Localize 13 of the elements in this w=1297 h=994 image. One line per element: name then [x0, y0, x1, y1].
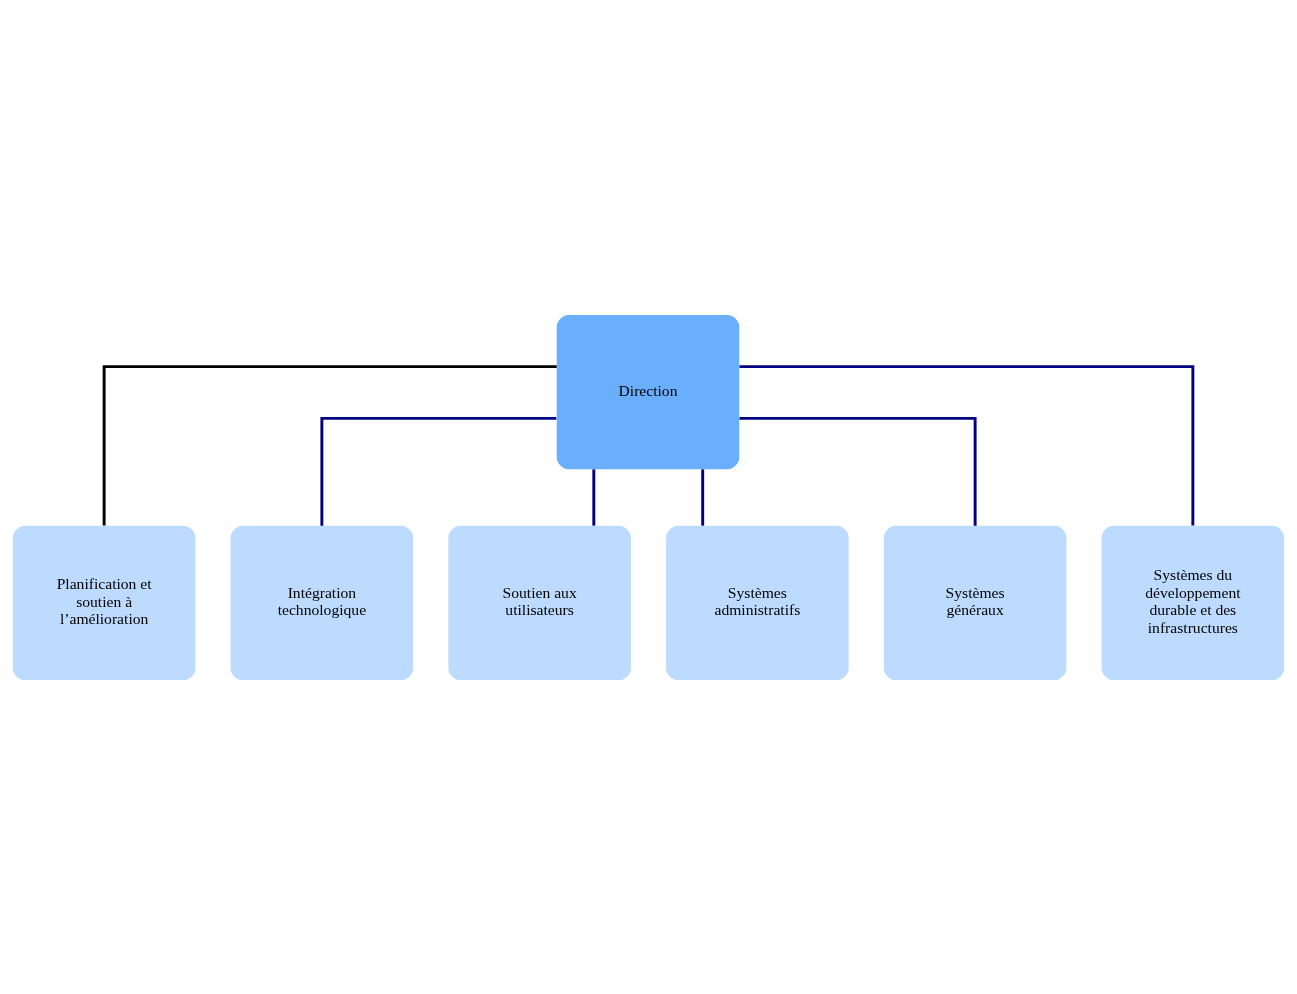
connector	[320, 416, 557, 526]
node-box: Systèmes administratifs	[666, 525, 849, 680]
connector	[102, 364, 557, 526]
node-box: Direction	[556, 314, 740, 469]
connector	[592, 468, 596, 526]
node-box: Planification et soutien à l’amélioration	[12, 525, 196, 680]
node-box: Soutien aux utilisateurs	[448, 525, 631, 680]
connector	[739, 364, 1195, 526]
connector	[739, 416, 977, 526]
node-box: Systèmes généraux	[883, 525, 1067, 680]
node-box: Intégration technologique	[230, 525, 414, 680]
node-box: Systèmes du développement durable et des infrastructures	[1101, 525, 1285, 680]
connector	[701, 468, 705, 526]
